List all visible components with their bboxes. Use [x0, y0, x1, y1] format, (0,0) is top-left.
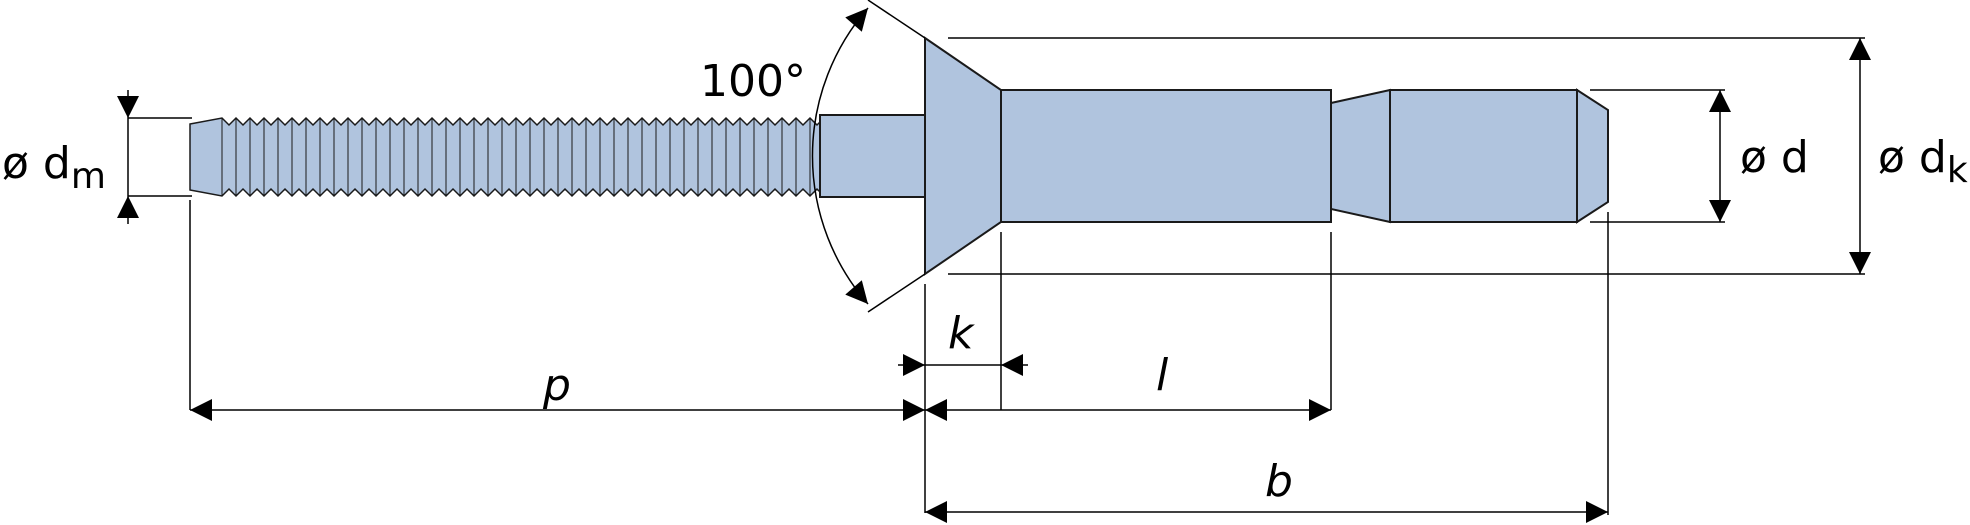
angle-label: 100° — [700, 56, 806, 107]
mandrel-shank — [819, 114, 926, 198]
angle-arc — [811, 7, 869, 305]
mandrel-thread-outline — [189, 116, 825, 198]
extension-lines — [128, 0, 1865, 515]
head-diameter-label: ø dk — [1878, 132, 1968, 191]
body-diameter-label: ø d — [1740, 132, 1809, 183]
body-taper — [1330, 88, 1391, 224]
mandrel-protrusion-label: p — [542, 360, 571, 411]
mandrel-diameter-label: ø dm — [2, 138, 106, 197]
mandrel-head-section — [1389, 89, 1578, 223]
mandrel-diameter-subscript: m — [71, 156, 106, 197]
rivet-body — [1000, 89, 1332, 223]
total-length-label: b — [1265, 456, 1293, 507]
head-diameter-subscript: k — [1947, 150, 1968, 191]
body-length-label: l — [1156, 350, 1169, 401]
mandrel-thread — [189, 116, 825, 198]
mandrel-tip-chamfer — [1576, 88, 1609, 224]
countersunk-head — [924, 36, 1002, 276]
head-height-label: k — [948, 308, 975, 359]
